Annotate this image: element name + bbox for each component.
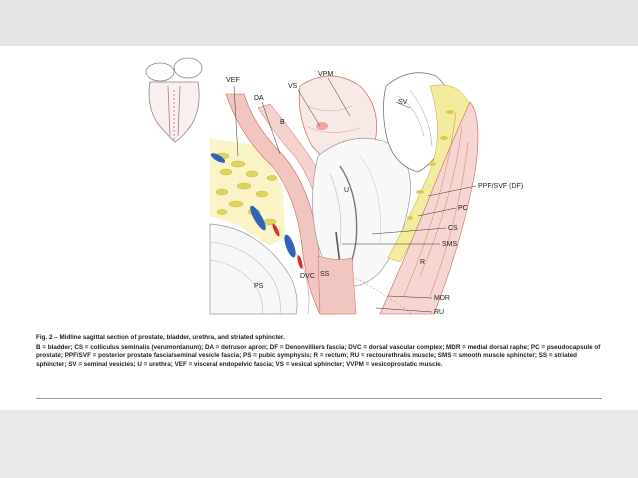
caption-title: Fig. 2 – Midline sagittal section of pro… <box>36 334 285 341</box>
label-pc: PC <box>458 205 468 212</box>
label-ppf-svf: PPF/SVF (DF) <box>478 183 523 190</box>
label-vpm: VPM <box>318 71 333 78</box>
anatomy-figure: VEF DA VS VPM B SV U PPF/SVF (DF) PC CS … <box>145 57 523 316</box>
label-dvc: DVC <box>300 273 315 280</box>
label-u: U <box>344 187 349 194</box>
rectum <box>379 101 479 315</box>
label-ss: SS <box>320 271 330 278</box>
leader-lines <box>233 77 477 313</box>
prostate-thumbnail <box>145 57 203 143</box>
label-da: DA <box>254 95 264 102</box>
label-sms: SMS <box>442 241 458 248</box>
top-band <box>0 0 638 46</box>
label-ru: RU <box>434 309 444 316</box>
label-ps: PS <box>254 283 264 290</box>
label-vef: VEF <box>226 77 240 84</box>
label-b: B <box>280 119 285 126</box>
anterior-fat <box>210 138 303 269</box>
label-sv: SV <box>398 99 408 106</box>
bottom-band <box>0 410 638 478</box>
label-vs: VS <box>288 83 298 90</box>
caption-body: B = bladder; CS = colliculus seminalis (… <box>36 343 601 368</box>
caption-rule <box>36 398 602 399</box>
slide: VEF DA VS VPM B SV U PPF/SVF (DF) PC CS … <box>0 46 638 410</box>
label-cs: CS <box>448 225 458 232</box>
label-r: R <box>420 259 425 266</box>
label-mdr: MDR <box>434 295 450 302</box>
figure-caption: Fig. 2 – Midline sagittal section of pro… <box>36 334 606 369</box>
